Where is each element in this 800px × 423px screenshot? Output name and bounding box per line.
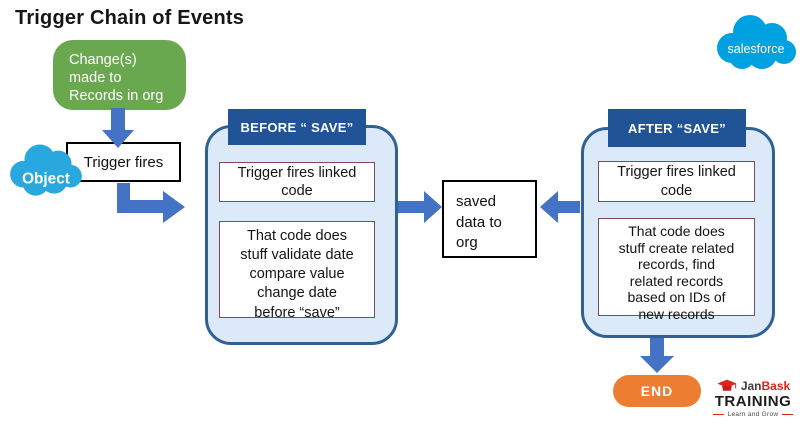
janbask-part2: Bask [761,379,791,393]
slogan-dash-left [712,414,724,415]
arrow-before-to-saved-icon [398,191,442,223]
change-records-node: Change(s) made to Records in org [53,40,186,110]
salesforce-logo-icon: salesforce [717,15,796,69]
training-wordmark: TRAINING [714,393,792,410]
arrow-trigger-to-before-icon [117,183,185,223]
before-box-trigger-code: Trigger fires linked code [219,162,375,202]
saved-data-node: saved data to org [442,180,537,258]
salesforce-logo-text: salesforce [728,42,785,56]
janbask-slogan: Learn and Grow [727,411,779,418]
graduation-cap-icon [717,379,737,391]
after-save-header: AFTER “SAVE” [608,109,746,147]
object-cloud-icon: Object [10,144,82,196]
after-box-code-actions: That code does stuff create related reco… [598,218,755,322]
janbask-wordmark: JanBask [741,379,790,393]
after-box-trigger-code: Trigger fires linked code [598,161,755,202]
arrow-after-to-end-icon [640,338,674,373]
janbask-logo: JanBask TRAINING Learn and Grow [706,378,800,418]
arrow-after-to-saved-icon [540,191,580,223]
slogan-dash-right [782,414,794,415]
before-box-code-actions: That code does stuff validate date compa… [219,221,375,321]
before-save-header: BEFORE “ SAVE” [228,109,366,145]
end-node: END [613,375,701,407]
janbask-part1: Jan [740,379,762,393]
object-cloud-label: Object [22,170,70,187]
page-title: Trigger Chain of Events [15,7,245,29]
